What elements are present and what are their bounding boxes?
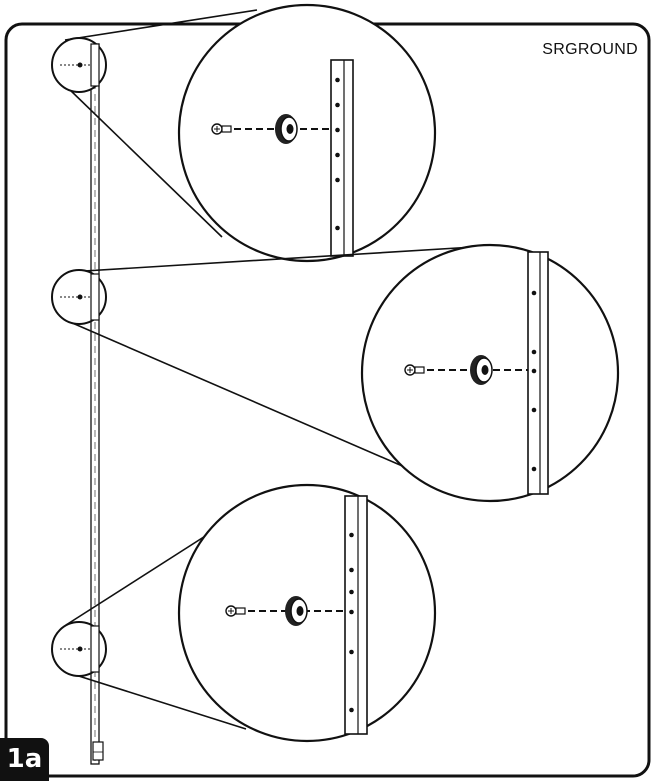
callout-bottom xyxy=(51,483,437,743)
screw-icon xyxy=(225,605,246,617)
callout-top xyxy=(51,3,437,263)
model-label: SRGROUND xyxy=(542,41,638,58)
rail-detail-middle xyxy=(527,251,549,495)
zoom-circle-top xyxy=(177,3,437,263)
rail-detail-top xyxy=(330,59,354,257)
washer-icon xyxy=(285,596,308,626)
washer-icon xyxy=(275,114,298,144)
screw-icon xyxy=(211,123,232,135)
washer-icon xyxy=(470,355,493,385)
rail-detail-bottom xyxy=(344,495,368,735)
screw-icon xyxy=(404,364,425,376)
callout-middle xyxy=(51,243,620,503)
figure-number-badge: 1a xyxy=(0,738,49,781)
